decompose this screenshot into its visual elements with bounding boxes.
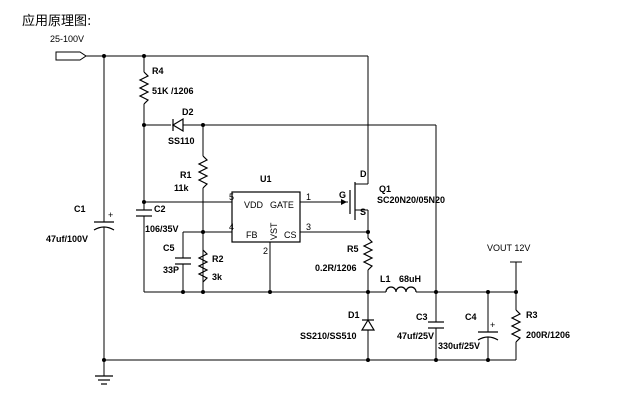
resistor-r5: [362, 232, 374, 292]
r2-ref-label: R2: [212, 254, 224, 264]
r4-value-label: 51K /1206: [152, 86, 194, 96]
r2-value-label: 3k: [212, 272, 223, 282]
r5-ref-label: R5: [347, 244, 359, 254]
c5-value-label: 33P: [163, 265, 179, 275]
ic-pin-gate-label: GATE: [270, 200, 294, 210]
schematic-heading: 应用原理图:: [22, 13, 91, 29]
capacitor-c5: [175, 232, 191, 292]
capacitor-c4: [477, 292, 499, 360]
junction-dots: [102, 54, 518, 362]
d1-value-label: SS210/SS510: [300, 331, 357, 341]
c5-ref-label: C5: [163, 243, 175, 253]
ic-pin-4-number: 4: [229, 222, 234, 232]
c4-polarity-mark: +: [490, 320, 495, 330]
c2-ref-label: C2: [154, 204, 166, 214]
r5-value-label: 0.2R/1206: [315, 263, 357, 273]
inductor-l1: [385, 286, 417, 293]
capacitor-c3: [428, 292, 444, 360]
resistor-r3: [510, 262, 522, 360]
q1-drain-label: D: [360, 169, 367, 179]
ic-pin-cs-label: CS: [284, 230, 297, 240]
c4-ref-label: C4: [465, 312, 477, 322]
capacitor-c2: [136, 201, 232, 292]
d2-ref-label: D2: [182, 107, 194, 117]
r3-ref-label: R3: [526, 310, 538, 320]
c3-value-label: 47uf/25V: [397, 331, 434, 341]
c1-polarity-mark: +: [108, 210, 113, 220]
ic-pin-3-number: 3: [306, 222, 311, 232]
mosfet-q1: [341, 170, 369, 232]
q1-ref-label: Q1: [379, 184, 391, 194]
ic-pin-fb-label: FB: [246, 230, 258, 240]
capacitor-c1: [93, 56, 115, 360]
q1-source-label: S: [360, 207, 366, 217]
q1-gate-label: G: [339, 190, 346, 200]
ic-pin-vst-label: VST: [269, 222, 279, 240]
ic-pin-2-number: 2: [263, 246, 268, 256]
r4-ref-label: R4: [152, 66, 164, 76]
diode-d1: [360, 292, 376, 360]
resistor-r2: [197, 249, 209, 283]
input-terminal-symbol: [55, 51, 87, 61]
ic-u1-body: [231, 191, 301, 243]
diode-d2: [171, 117, 184, 133]
ic-pin-vdd-label: VDD: [244, 200, 264, 210]
l1-value-label: 68uH: [399, 274, 421, 284]
r1-value-label: 11k: [174, 183, 190, 193]
r3-value-label: 200R/1206: [526, 330, 570, 340]
r1-ref-label: R1: [180, 170, 192, 180]
q1-value-label: SC20N20/05N20: [377, 195, 445, 205]
l1-ref-label: L1: [380, 274, 391, 284]
c1-value-label: 47uf/100V: [46, 234, 88, 244]
input-voltage-label: 25-100V: [50, 34, 84, 44]
vout-label: VOUT 12V: [487, 243, 530, 253]
ic-pin-1-number: 1: [306, 192, 311, 202]
c1-ref-label: C1: [74, 204, 86, 214]
ground-symbol: [95, 360, 113, 385]
resistor-r1: [197, 125, 209, 292]
d2-value-label: SS110: [168, 136, 195, 146]
u1-ref-label: U1: [260, 174, 272, 184]
d1-ref-label: D1: [348, 310, 360, 320]
c2-value-label: 106/35V: [145, 224, 179, 234]
c3-ref-label: C3: [416, 312, 428, 322]
ic-pin-5-number: 5: [229, 192, 234, 202]
resistor-r4: [138, 56, 150, 202]
c4-value-label: 330uf/25V: [438, 341, 480, 351]
